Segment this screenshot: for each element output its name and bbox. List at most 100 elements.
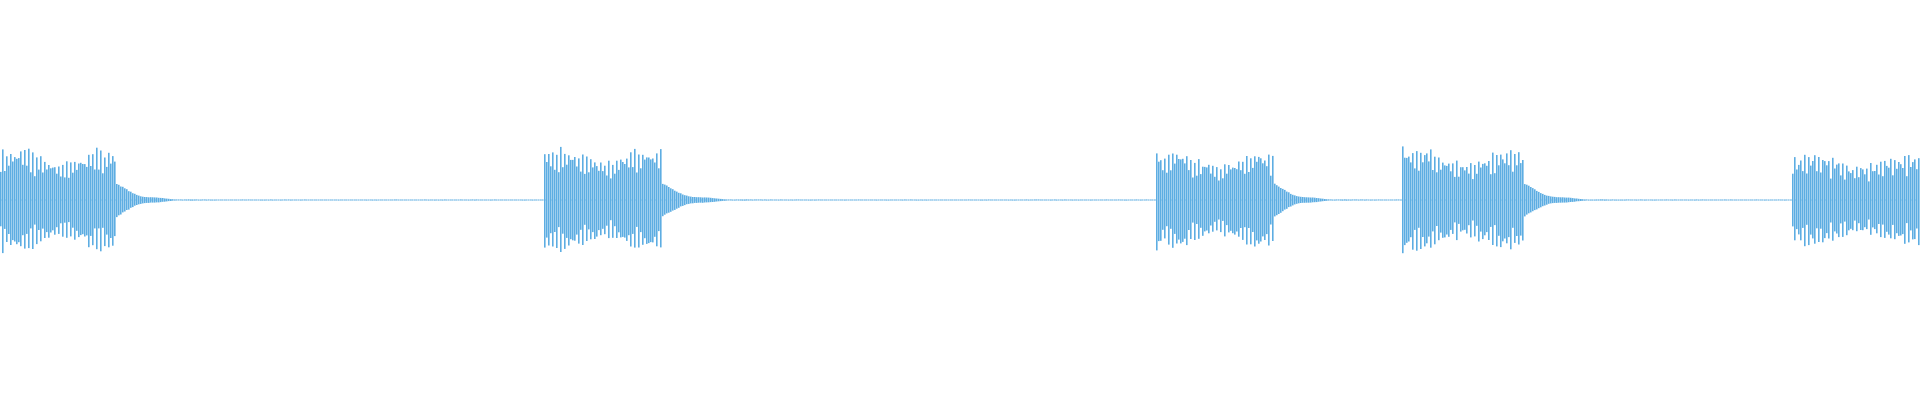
waveform-peak-bar [116,184,118,218]
waveform-peak-bar [610,178,612,221]
waveform-peak-bar [880,199,882,201]
waveform-peak-bar [1320,198,1322,202]
waveform-peak-bar [778,199,780,201]
waveform-peak-bar [760,199,762,201]
waveform-peak-bar [1360,199,1362,201]
waveform-peak-bar [1386,199,1388,201]
waveform-peak-bar [792,199,794,201]
waveform-peak-bar [492,199,494,201]
waveform-peak-bar [968,199,970,201]
waveform-peak-bar [536,199,538,201]
waveform-peak-bar [1198,159,1200,239]
waveform-peak-bar [1400,199,1402,201]
waveform-peak-bar [504,199,506,201]
waveform-peak-bar [176,199,178,201]
waveform-peak-bar [6,156,8,242]
waveform-peak-bar [1638,199,1640,201]
waveform-peak-bar [472,199,474,201]
waveform-peak-bar [672,189,674,211]
waveform-peak-bar [1124,199,1126,201]
waveform-peak-bar [20,151,22,247]
waveform-peak-bar [834,199,836,201]
waveform-peak-bar [1382,199,1384,201]
waveform-peak-bar [1782,199,1784,201]
waveform-peak-bar [1420,152,1422,249]
waveform-peak-bar [196,199,198,201]
waveform-peak-bar [1350,199,1352,201]
waveform-peak-bar [1044,199,1046,201]
waveform-peak-bar [1856,166,1858,232]
waveform-peak-bar [1848,171,1850,231]
waveform-peak-bar [1256,161,1258,241]
waveform-peak-bar [1060,199,1062,201]
waveform-peak-bar [970,199,972,201]
waveform-peak-bar [1648,199,1650,201]
waveform-peak-bar [1088,199,1090,201]
waveform-peak-bar [154,197,156,203]
waveform-peak-bar [566,164,568,238]
waveform-peak-bar [1522,160,1524,241]
waveform-peak-bar [942,199,944,201]
waveform-peak-bar [1862,169,1864,231]
waveform-peak-bar [876,199,878,201]
waveform-peak-bar [18,158,20,243]
waveform-peak-bar [1042,199,1044,201]
waveform-peak-bar [1908,155,1910,243]
waveform-peak-bar [1258,156,1260,244]
waveform-peak-bar [222,199,224,201]
waveform-peak-bar [640,168,642,233]
waveform-peak-bar [1150,199,1152,201]
waveform-peak-bar [298,199,300,201]
waveform-peak-bar [444,199,446,201]
waveform-peak-bar [1368,199,1370,201]
waveform-peak-bar [1906,176,1908,224]
waveform-peak-bar [502,199,504,201]
waveform-peak-bar [104,157,106,247]
waveform-peak-bar [1578,198,1580,202]
waveform-peak-bar [344,199,346,201]
waveform-peak-bar [864,199,866,201]
waveform-peak-bar [178,199,180,201]
waveform-peak-bar [408,199,410,201]
waveform-peak-bar [986,199,988,201]
waveform-peak-bar [1426,153,1428,244]
waveform-peak-bar [206,199,208,201]
waveform-peak-bar [1534,189,1536,211]
waveform-peak-bar [1642,199,1644,201]
waveform-peak-bar [1644,199,1646,201]
waveform-peak-bar [1234,168,1236,235]
waveform-peak-bar [586,156,588,241]
waveform-peak-bar [1282,188,1284,212]
waveform-peak-bar [1686,199,1688,201]
waveform-peak-bar [1860,168,1862,230]
waveform-peak-bar [532,199,534,201]
waveform-peak-bar [948,199,950,201]
waveform-peak-bar [474,199,476,201]
waveform-peak-bar [1392,199,1394,201]
waveform-peak-bar [292,199,294,201]
waveform-peak-bar [538,199,540,201]
waveform-peak-bar [580,171,582,230]
waveform-peak-bar [1724,199,1726,201]
waveform-peak-bar [1914,159,1916,240]
waveform-peak-bar [692,197,694,204]
waveform-peak-bar [966,199,968,201]
waveform-peak-bar [870,199,872,201]
waveform-peak-bar [434,199,436,201]
waveform-peak-bar [1358,199,1360,201]
waveform-peak-bar [1296,196,1298,204]
waveform-peak-bar [1172,153,1174,248]
waveform-peak-bar [1062,199,1064,201]
waveform-peak-bar [1660,199,1662,201]
waveform-peak-bar [268,199,270,201]
waveform-peak-bar [1560,197,1562,203]
waveform-peak-bar [118,184,120,216]
waveform-peak-bar [690,196,692,204]
waveform-peak-bar [64,177,66,223]
waveform-peak-bar [342,199,344,201]
waveform-peak-bar [1070,199,1072,201]
waveform-peak-bar [220,199,222,201]
waveform-peaks [0,146,1920,254]
waveform-peak-bar [1096,199,1098,201]
